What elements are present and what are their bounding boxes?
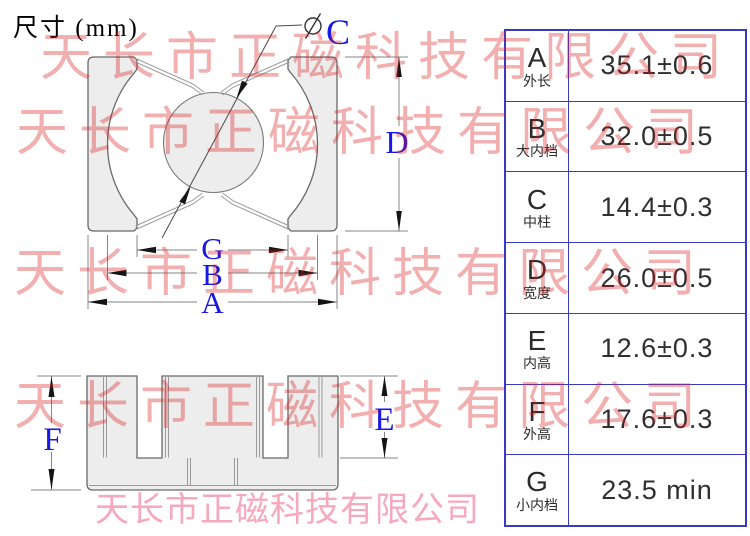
- dim-label-F: F: [43, 422, 61, 458]
- diameter-leader-line: [161, 24, 303, 239]
- dim-E: E: [340, 375, 398, 459]
- dim-value: 14.4±0.3: [600, 191, 714, 222]
- dim-value: 17.6±0.3: [600, 403, 714, 434]
- table-row: B 大内档 32.0±0.5: [506, 101, 745, 173]
- table-row: C 中柱 14.4±0.3: [506, 172, 745, 244]
- dim-sublabel: 内高: [523, 355, 551, 372]
- dim-sublabel: 外长: [523, 72, 551, 89]
- slot-edge-line: [135, 61, 203, 96]
- dim-sublabel: 小内档: [516, 496, 558, 513]
- dim-letter: A: [527, 42, 547, 74]
- core-section-shape: [86, 375, 339, 491]
- dim-sublabel: 宽度: [523, 284, 551, 301]
- dim-D: D: [345, 56, 409, 232]
- dim-letter: B: [527, 112, 547, 144]
- dim-G: G: [136, 231, 289, 266]
- slot-edge-line: [220, 195, 289, 230]
- dim-label-E: E: [374, 402, 394, 438]
- leader-arrowhead: [236, 80, 248, 99]
- slot-edge-line: [222, 192, 290, 227]
- slot-edge-line: [220, 58, 289, 93]
- table-row: E 内高 12.6±0.3: [506, 313, 745, 385]
- dim-letter: E: [527, 324, 547, 356]
- dim-letter: G: [526, 466, 548, 498]
- dim-sublabel: 大内档: [516, 143, 558, 160]
- dim-label-G: G: [201, 231, 223, 266]
- dim-value: 32.0±0.5: [600, 121, 714, 152]
- dim-sublabel: 中柱: [523, 213, 551, 230]
- dim-value: 26.0±0.5: [600, 262, 714, 293]
- dim-A: A: [87, 235, 338, 320]
- dim-F: F: [31, 375, 81, 491]
- section-view: F E: [31, 375, 398, 491]
- dim-sublabel: 外高: [523, 426, 551, 443]
- leader-arrowhead: [179, 186, 191, 205]
- slot-edge-line: [136, 58, 205, 93]
- dimension-table: A 外长 35.1±0.6 B 大内档 32.0±0.5 C 中柱 14.4±0…: [504, 29, 747, 527]
- table-row: A 外长 35.1±0.6: [506, 31, 745, 102]
- dim-letter: C: [526, 183, 548, 215]
- table-row: D 宽度 26.0±0.5: [506, 243, 745, 314]
- dim-value: 23.5 min: [601, 474, 713, 505]
- dim-label-D: D: [385, 124, 408, 160]
- table-row: F 外高 17.6±0.3: [506, 384, 745, 456]
- right-wall-shape: [287, 56, 338, 232]
- slot-edge-line: [135, 192, 203, 227]
- dim-label-C: C: [326, 12, 350, 52]
- diameter-icon: [304, 13, 322, 39]
- dim-letter: F: [528, 395, 546, 427]
- left-wall-shape: [87, 56, 138, 232]
- dim-label-A: A: [201, 285, 224, 320]
- dim-letter: D: [526, 254, 548, 286]
- dim-value: 35.1±0.6: [600, 50, 714, 81]
- slot-edge-line: [222, 61, 290, 96]
- top-view: C D G: [87, 12, 409, 320]
- page-title: 尺寸 (mm): [13, 15, 139, 42]
- slot-edge-line: [136, 195, 205, 230]
- table-row: G 小内档 23.5 min: [506, 455, 745, 526]
- dim-B: B: [107, 235, 318, 292]
- dim-label-B: B: [202, 257, 223, 292]
- dim-value: 12.6±0.3: [600, 333, 714, 364]
